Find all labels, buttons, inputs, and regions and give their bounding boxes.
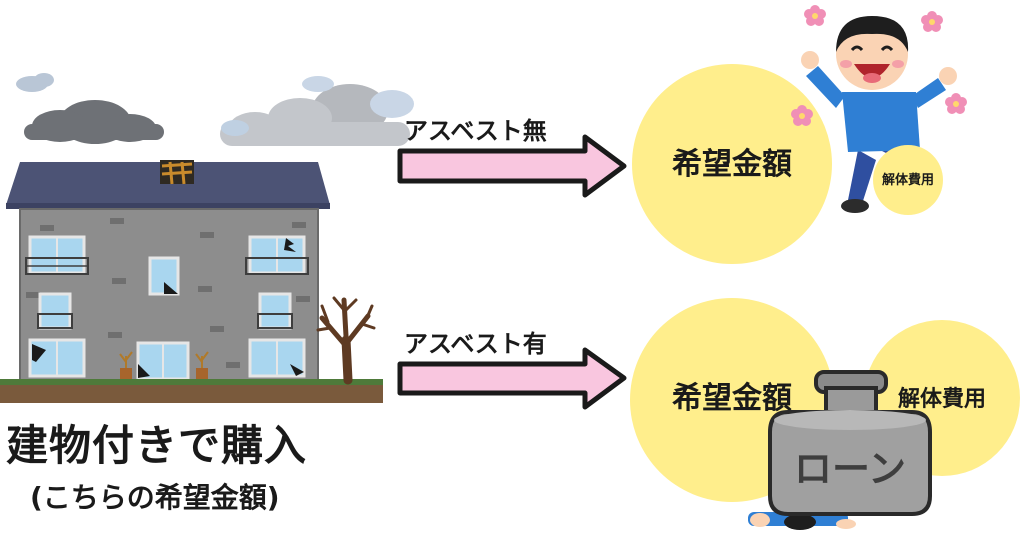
arrow-right-icon (397, 347, 627, 410)
flower-icon (791, 5, 967, 126)
window (25, 235, 89, 275)
cloud-dark-icon (24, 100, 164, 144)
arrow-label-top: アスベスト無 (404, 117, 547, 145)
desired-amount-label: 希望金額 (672, 381, 792, 416)
demolition-cost-circle (873, 145, 943, 215)
door (136, 341, 190, 381)
window (257, 292, 293, 330)
caption-sub: (こちらの希望金額) (30, 481, 280, 514)
desired-amount-circle (632, 64, 832, 264)
cloud-small-icon (16, 73, 54, 92)
window (248, 338, 306, 378)
arrow-right-icon (397, 134, 627, 198)
desired-amount-label: 希望金額 (672, 147, 792, 182)
caption-main: 建物付きで購入 (6, 421, 308, 470)
loan-weight-icon (768, 370, 932, 516)
window (28, 338, 86, 378)
demolition-cost-label: 解体費用 (881, 172, 934, 188)
cloud-light-icon (220, 76, 414, 146)
window (245, 235, 309, 275)
window (37, 292, 73, 330)
arrow-label-bottom: アスベスト有 (404, 330, 547, 358)
loan-weight-label: ローン (794, 447, 906, 491)
demolition-cost-label: 解体費用 (898, 386, 986, 412)
window (148, 256, 180, 296)
dead-tree-icon (316, 296, 376, 385)
old-building-icon (0, 160, 383, 403)
dead-plant-icon (119, 351, 209, 370)
happy-man-icon (801, 16, 957, 213)
